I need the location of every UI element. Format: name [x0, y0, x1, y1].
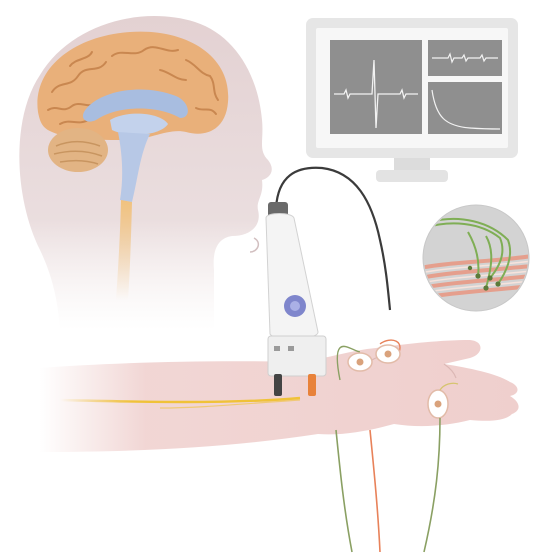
screen-panel-bottom-right [428, 82, 502, 134]
lead-green-1 [336, 430, 352, 552]
stimulator-probe [266, 202, 326, 396]
nerve-muscle-inset [420, 205, 532, 311]
probe-prong-cathode [274, 374, 282, 396]
lead-green-2 [424, 418, 440, 552]
lead-red [370, 430, 380, 552]
probe-handle [266, 214, 318, 340]
monitor-neck [394, 158, 430, 172]
monitor-base [376, 170, 448, 182]
probe-head [268, 336, 326, 376]
cerebellum [48, 128, 108, 172]
probe-prong-anode [308, 374, 316, 396]
monitor [306, 18, 518, 182]
